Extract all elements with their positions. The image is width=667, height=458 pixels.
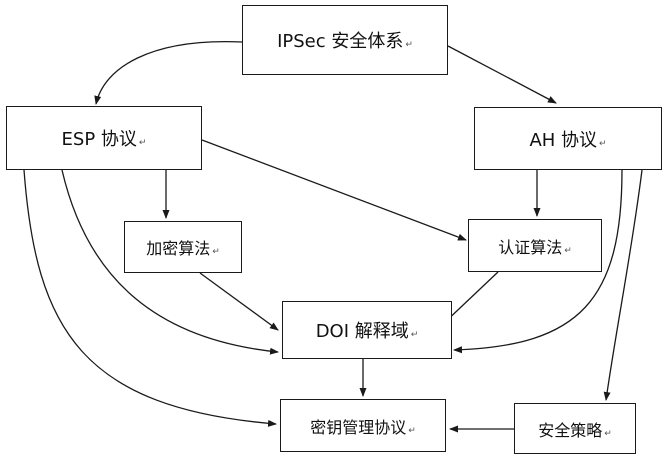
paragraph-mark-icon: ↵ bbox=[564, 245, 572, 256]
edge-esp-to-doi bbox=[61, 169, 279, 355]
encryption-algorithm-node: 加密算法↵ bbox=[124, 221, 242, 273]
paragraph-mark-icon: ↵ bbox=[138, 138, 147, 148]
paragraph-mark-icon: ↵ bbox=[604, 428, 612, 439]
authentication-algorithm-node: 认证算法↵ bbox=[468, 219, 602, 272]
edge-esp-to-key-management bbox=[23, 169, 277, 427]
edge-encryption-to-doi bbox=[199, 272, 279, 331]
security-policy-node: 安全策略↵ bbox=[514, 403, 636, 454]
ah-protocol-node: AH 协议↵ bbox=[474, 107, 662, 170]
encryption-algorithm-label: 加密算法 bbox=[146, 239, 211, 258]
ipsec-node: IPSec 安全体系↵ bbox=[242, 5, 448, 75]
edge-ipsec-to-esp bbox=[94, 41, 243, 105]
doi-label: DOI 解释域 bbox=[315, 321, 409, 342]
paragraph-mark-icon: ↵ bbox=[408, 425, 416, 436]
key-management-protocol-label: 密钥管理协议 bbox=[310, 417, 407, 437]
ipsec-label: IPSec 安全体系 bbox=[277, 31, 404, 52]
key-management-protocol-node: 密钥管理协议↵ bbox=[280, 399, 446, 452]
paragraph-mark-icon: ↵ bbox=[410, 330, 419, 340]
security-policy-label: 安全策略 bbox=[538, 420, 603, 440]
paragraph-mark-icon: ↵ bbox=[405, 40, 413, 50]
ah-protocol-label: AH 协议 bbox=[529, 129, 598, 151]
authentication-algorithm-label: 认证算法 bbox=[498, 237, 563, 257]
edge-ipsec-to-ah bbox=[447, 45, 557, 104]
paragraph-mark-icon: ↵ bbox=[212, 247, 220, 257]
edge-esp-to-authentication bbox=[201, 139, 467, 241]
paragraph-mark-icon: ↵ bbox=[599, 138, 607, 149]
edge-ah-to-doi bbox=[453, 169, 623, 354]
edge-ah-to-security-policy bbox=[603, 169, 643, 401]
doi-node: DOI 解释域↵ bbox=[282, 301, 452, 359]
esp-protocol-label: ESP 协议 bbox=[61, 129, 137, 150]
esp-protocol-node: ESP 协议↵ bbox=[6, 106, 202, 170]
